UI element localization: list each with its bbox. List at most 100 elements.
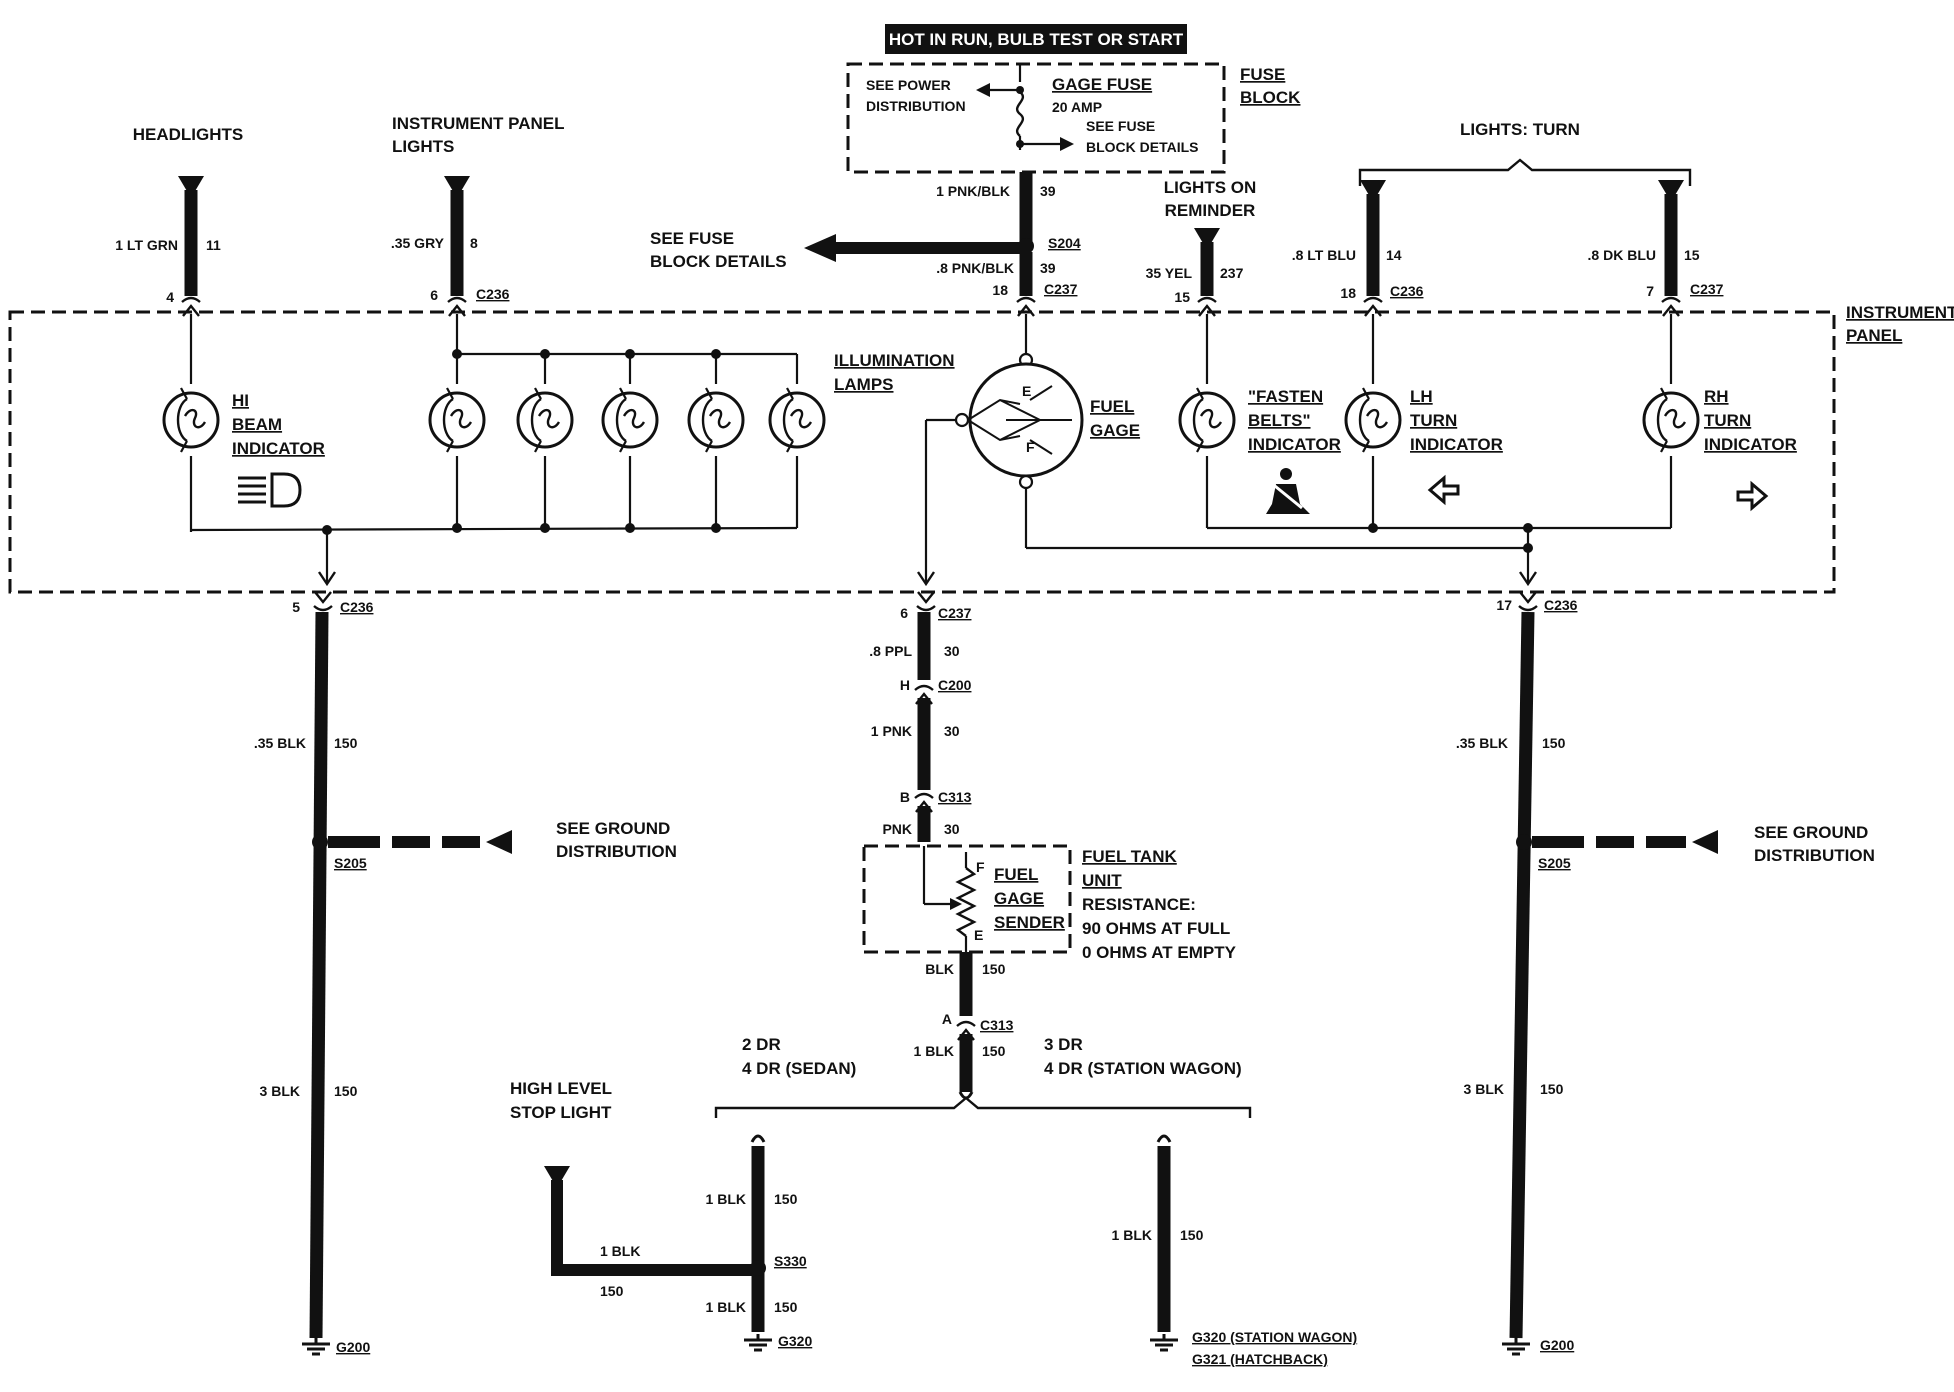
s204-label: S204	[1048, 235, 1081, 251]
g320-label: G320	[778, 1333, 812, 1349]
wagon-label-2: 4 DR (STATION WAGON)	[1044, 1059, 1242, 1078]
wire-fuse-label: 1 PNK/BLK	[936, 183, 1010, 199]
wire-wagon-label: 1 BLK	[1112, 1227, 1152, 1243]
ground-right-label: SEE GROUND	[1754, 823, 1868, 842]
seatbelt-icon	[1266, 468, 1310, 514]
wire-stop-lower-ckt: 150	[774, 1299, 798, 1315]
lh-turn-label-2: TURN	[1410, 411, 1457, 430]
wire-ltblu-label: .8 LT BLU	[1292, 247, 1356, 263]
body-style-brace	[714, 1096, 1252, 1118]
ground-left-label-2: DISTRIBUTION	[556, 842, 677, 861]
wire-l3-ckt: 150	[334, 1083, 358, 1099]
see-fuse-text: SEE FUSE	[1086, 118, 1155, 134]
wire-s204-label: .8 PNK/BLK	[936, 260, 1014, 276]
wire-l3-label: 3 BLK	[260, 1083, 300, 1099]
instrument-panel-label-2: PANEL	[1846, 326, 1902, 345]
wire-stop-upper-label: 1 BLK	[706, 1191, 746, 1207]
headlights-label: HEADLIGHTS	[133, 125, 244, 144]
c237-top-label: C237	[1044, 281, 1078, 297]
lights-on-label: LIGHTS ON	[1164, 178, 1257, 197]
hi-beam-label-3: INDICATOR	[232, 439, 325, 458]
terminal-arrow-icon	[976, 83, 990, 97]
ground-symbol-icon	[300, 1336, 332, 1356]
fasten-belts-label-3: INDICATOR	[1248, 435, 1341, 454]
sender-name-3: SENDER	[994, 913, 1065, 932]
wire-pnk-ckt: 30	[944, 821, 960, 837]
wire-hl-ckt: 11	[206, 237, 221, 253]
wire-dkblu-label: .8 DK BLU	[1588, 247, 1656, 263]
ip-lights-label-2: LIGHTS	[392, 137, 454, 156]
wire-wagon-ckt: 150	[1180, 1227, 1204, 1243]
c236-turn-label: C236	[1390, 283, 1424, 299]
terminal-arrow-icon	[1658, 180, 1684, 202]
g200-left: G200	[336, 1339, 370, 1355]
wire-stop-h-ckt: 150	[600, 1283, 624, 1299]
pin-15: 15	[1174, 289, 1190, 305]
rh-turn-label: RH	[1704, 387, 1729, 406]
right-arrow-icon	[1736, 480, 1769, 512]
terminal-arrow-icon	[1360, 180, 1386, 202]
rh-turn-bulb	[1642, 386, 1700, 454]
pin-b: B	[900, 789, 910, 805]
pin-17: 17	[1496, 597, 1512, 613]
wire-ip-ckt: 8	[470, 235, 478, 251]
wire-r3-ckt: 150	[1540, 1081, 1564, 1097]
power-condition-box	[885, 24, 1187, 54]
lh-turn-bulb	[1344, 386, 1402, 454]
pin-18-c237: 18	[992, 282, 1008, 298]
gage-f: F	[1026, 439, 1035, 455]
tank-label-3: RESISTANCE:	[1082, 895, 1196, 914]
wire-blk-s-ckt: 150	[982, 961, 1006, 977]
hi-beam-label-2: BEAM	[232, 415, 282, 434]
rh-turn-label-2: TURN	[1704, 411, 1751, 430]
wagon-label: 3 DR	[1044, 1035, 1083, 1054]
fuse-block-outline	[846, 62, 1226, 174]
ip-lights-label: INSTRUMENT PANEL	[392, 114, 565, 133]
s205-right: S205	[1538, 855, 1571, 871]
illumination-lamp-3	[601, 386, 659, 454]
ground-symbol-icon	[1500, 1336, 1532, 1356]
pin-18b: 18	[1340, 285, 1356, 301]
wire-1blk-ckt: 150	[982, 1043, 1006, 1059]
instrument-panel-label: INSTRUMENT	[1846, 303, 1954, 322]
see-fuse-block-text: SEE FUSE	[650, 229, 734, 248]
wire-l35-label: .35 BLK	[254, 735, 306, 751]
sender-f: F	[976, 859, 985, 875]
fuel-gage-label: FUEL	[1090, 397, 1134, 416]
wire-pnk1-label: 1 PNK	[871, 723, 912, 739]
illumination-lamp-4	[687, 386, 745, 454]
pin-5: 5	[292, 599, 300, 615]
wire-pnk1-ckt: 30	[944, 723, 960, 739]
wire-s204-ckt: 39	[1040, 260, 1056, 276]
tank-label-5: 0 OHMS AT EMPTY	[1082, 943, 1237, 962]
wire-r3-label: 3 BLK	[1464, 1081, 1504, 1097]
lights-on-label-2: REMINDER	[1165, 201, 1256, 220]
illumination-lamp-1	[428, 386, 486, 454]
see-fuse-text-2: BLOCK DETAILS	[1086, 139, 1199, 155]
stop-light-label-2: STOP LIGHT	[510, 1103, 612, 1122]
lh-turn-label-3: INDICATOR	[1410, 435, 1503, 454]
pin-6: 6	[430, 287, 438, 303]
c200-label: C200	[938, 677, 972, 693]
c237-lower: C237	[938, 605, 972, 621]
sender-name-2: GAGE	[994, 889, 1044, 908]
fuse-element	[1015, 91, 1025, 137]
pin-h: H	[900, 677, 910, 693]
see-power-text: SEE POWER	[866, 77, 951, 93]
wire-hl-label: 1 LT GRN	[115, 237, 178, 253]
wire-ip-label: .35 GRY	[391, 235, 445, 251]
see-fuse-block-text-2: BLOCK DETAILS	[650, 252, 787, 271]
wire-ppl-label: .8 PPL	[869, 643, 912, 659]
fuse-block-label: FUSE	[1240, 65, 1285, 84]
fuel-gage-label-2: GAGE	[1090, 421, 1140, 440]
wire-l35-ckt: 150	[334, 735, 358, 751]
pin-4: 4	[166, 289, 174, 305]
wire-fuse-ckt: 39	[1040, 183, 1056, 199]
wire-stop-h-label: 1 BLK	[600, 1243, 640, 1259]
illumination-label: ILLUMINATION	[834, 351, 955, 370]
illumination-lamp-2	[516, 386, 574, 454]
sender-resistor	[955, 867, 977, 937]
g200-right: G200	[1540, 1337, 1574, 1353]
wire-yel-label: 35 YEL	[1146, 265, 1193, 281]
